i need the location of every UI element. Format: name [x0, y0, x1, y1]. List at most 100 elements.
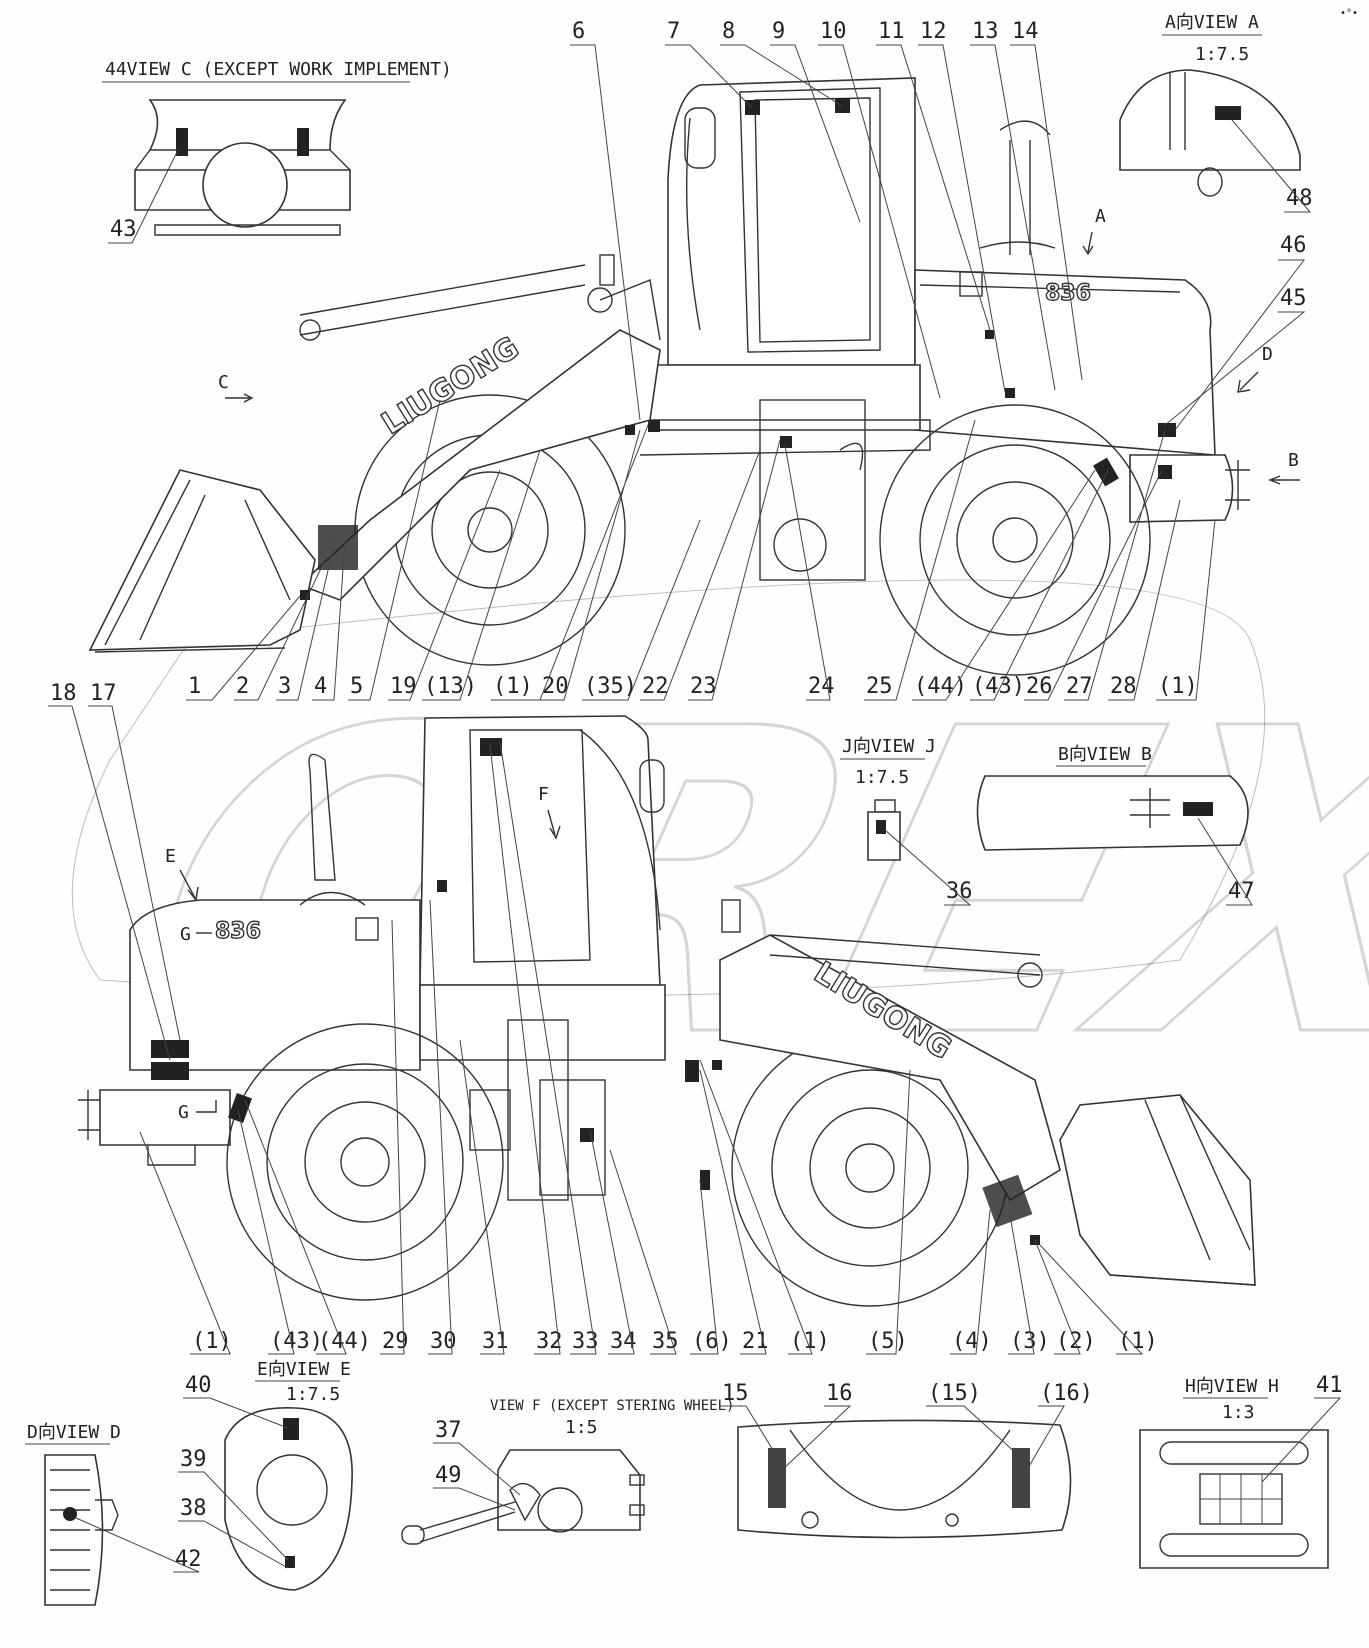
svg-text:C: C: [218, 372, 229, 393]
svg-text:45: 45: [1280, 286, 1307, 311]
view-h: H向VIEW H 1:3 41: [1139, 1373, 1343, 1569]
svg-text:(13): (13): [424, 674, 477, 699]
svg-text:(43): (43): [270, 1329, 323, 1354]
svg-text:E: E: [165, 846, 176, 867]
top-callouts-upper: 6 7 8 9 10 11 12 13 14: [570, 19, 1083, 421]
svg-text:23: 23: [690, 674, 717, 699]
svg-text:29: 29: [382, 1329, 409, 1354]
svg-text:44VIEW C (EXCEPT WORK IMPLEMEN: 44VIEW C (EXCEPT WORK IMPLEMENT): [105, 59, 452, 80]
svg-text:B向VIEW B: B向VIEW B: [1058, 744, 1152, 765]
corner-mark: •°•: [1340, 8, 1358, 19]
svg-text:(35): (35): [584, 674, 637, 699]
svg-text:13: 13: [972, 19, 999, 44]
svg-text:F: F: [538, 784, 549, 805]
svg-text:1:7.5: 1:7.5: [1195, 44, 1249, 65]
view-arrows-top: C A D B: [218, 206, 1300, 485]
view-a: A向VIEW A 1:7.5 48 46 45: [1119, 12, 1313, 431]
svg-text:16: 16: [826, 1381, 853, 1406]
svg-text:4: 4: [314, 674, 327, 699]
svg-text:21: 21: [742, 1329, 769, 1354]
view-d: D向VIEW D 42: [25, 1422, 202, 1606]
svg-text:27: 27: [1066, 674, 1093, 699]
svg-text:(1): (1): [1158, 674, 1198, 699]
svg-text:46: 46: [1280, 233, 1307, 258]
svg-text:G: G: [180, 924, 191, 945]
svg-text:(6): (6): [692, 1329, 732, 1354]
view-c: 44VIEW C (EXCEPT WORK IMPLEMENT) 43: [102, 59, 452, 244]
svg-text:(2): (2): [1056, 1329, 1096, 1354]
svg-text:1:7.5: 1:7.5: [855, 767, 909, 788]
svg-text:A: A: [1095, 206, 1106, 227]
svg-text:1:5: 1:5: [565, 1417, 598, 1438]
svg-text:42: 42: [175, 1547, 202, 1572]
svg-text:VIEW F (EXCEPT STERING WHEEL): VIEW F (EXCEPT STERING WHEEL): [490, 1398, 734, 1414]
svg-text:(15): (15): [928, 1381, 981, 1406]
svg-text:2: 2: [236, 674, 249, 699]
view-j: J向VIEW J 1:7.5 36: [840, 736, 973, 906]
svg-text:22: 22: [642, 674, 669, 699]
svg-text:19: 19: [390, 674, 417, 699]
svg-text:41: 41: [1316, 1373, 1343, 1398]
svg-text:3: 3: [278, 674, 291, 699]
svg-text:25: 25: [866, 674, 893, 699]
svg-text:48: 48: [1286, 186, 1313, 211]
top-callouts-lower: 1 2 3 4 5 19 (13) (1) 20 (35) 22 23 24 2…: [186, 399, 1216, 701]
svg-text:5: 5: [350, 674, 363, 699]
svg-text:26: 26: [1026, 674, 1053, 699]
svg-text:E向VIEW E: E向VIEW E: [257, 1359, 351, 1380]
svg-text:(1): (1): [790, 1329, 830, 1354]
svg-text:8: 8: [722, 19, 735, 44]
model-label-bottom: 836: [215, 919, 261, 944]
bottom-callouts: 18 17 (1) (43) (44) 29 30 31 32 33 34 35…: [48, 681, 1158, 1355]
svg-text:36: 36: [946, 879, 973, 904]
svg-text:1: 1: [188, 674, 201, 699]
svg-text:(1): (1): [192, 1329, 232, 1354]
model-label-top: 836: [1045, 281, 1091, 306]
svg-text:43: 43: [110, 217, 137, 242]
svg-text:38: 38: [180, 1496, 207, 1521]
svg-text:G: G: [178, 1102, 189, 1123]
svg-text:H向VIEW H: H向VIEW H: [1185, 1376, 1279, 1397]
svg-text:17: 17: [90, 681, 117, 706]
svg-text:B: B: [1288, 450, 1299, 471]
svg-text:35: 35: [652, 1329, 679, 1354]
svg-text:(44): (44): [914, 674, 967, 699]
svg-text:7: 7: [667, 19, 680, 44]
svg-text:A向VIEW A: A向VIEW A: [1165, 12, 1259, 33]
svg-text:34: 34: [610, 1329, 637, 1354]
svg-text:(3): (3): [1010, 1329, 1050, 1354]
view-e: E向VIEW E 1:7.5 40 39 38: [178, 1359, 353, 1591]
svg-text:(16): (16): [1040, 1381, 1093, 1406]
svg-text:40: 40: [185, 1373, 212, 1398]
svg-text:J向VIEW J: J向VIEW J: [842, 736, 936, 757]
svg-text:31: 31: [482, 1329, 509, 1354]
svg-text:6: 6: [572, 19, 585, 44]
view-arrows-bottom: E F G G: [165, 784, 561, 1123]
svg-text:9: 9: [772, 19, 785, 44]
svg-text:D: D: [1262, 344, 1273, 365]
svg-text:18: 18: [50, 681, 77, 706]
svg-text:1:3: 1:3: [1222, 1402, 1255, 1423]
svg-text:37: 37: [435, 1418, 462, 1443]
svg-text:(5): (5): [868, 1329, 908, 1354]
svg-text:(1): (1): [493, 674, 533, 699]
svg-text:24: 24: [808, 674, 835, 699]
svg-text:11: 11: [878, 19, 905, 44]
svg-text:D向VIEW D: D向VIEW D: [27, 1422, 121, 1443]
svg-text:(43): (43): [972, 674, 1025, 699]
svg-text:14: 14: [1012, 19, 1039, 44]
view-counterweight: 15 16 (15) (16): [720, 1381, 1093, 1539]
svg-text:39: 39: [180, 1447, 207, 1472]
view-b: B向VIEW B 47: [976, 744, 1255, 906]
svg-text:28: 28: [1110, 674, 1137, 699]
svg-text:1:7.5: 1:7.5: [286, 1384, 340, 1405]
watermark-outline: [71, 579, 1266, 997]
view-f: VIEW F (EXCEPT STERING WHEEL) 1:5 37 49: [401, 1398, 734, 1545]
svg-text:15: 15: [722, 1381, 749, 1406]
loader-top-left-facing: 836 LIUGONG: [88, 77, 1250, 676]
svg-text:30: 30: [430, 1329, 457, 1354]
svg-text:12: 12: [920, 19, 947, 44]
svg-text:20: 20: [542, 674, 569, 699]
svg-text:(4): (4): [952, 1329, 992, 1354]
